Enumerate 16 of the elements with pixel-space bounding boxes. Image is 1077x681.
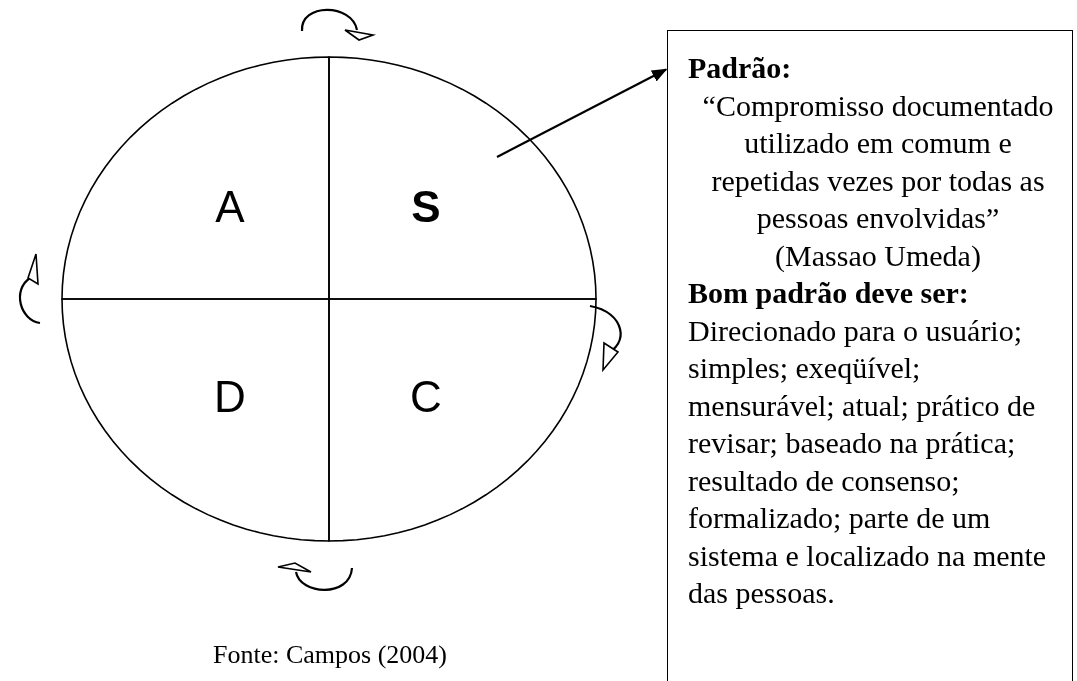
phase-letter: S	[411, 185, 441, 229]
panel-heading: Bom padrão deve ser:	[688, 275, 970, 311]
arrow	[496, 68, 668, 158]
cycle-quadrant	[329, 299, 596, 541]
cycle-quadrant	[62, 299, 329, 541]
cycle-quadrant	[329, 57, 596, 299]
quote-text: “Compromisso documentado utilizado em comum e repetidas vezes por todas as pessoas envolvidas”	[701, 87, 1055, 236]
caption: Fonte: Campos (2004)	[213, 640, 447, 670]
panel-heading: Padrão:	[688, 50, 793, 86]
cycle-quadrant	[62, 57, 329, 299]
phase-letter: C	[410, 375, 442, 419]
phase-letter: D	[214, 375, 246, 419]
body-text: Direcionado para o usuário; simples; exeqüível; mensurável; atual; prático de revisar; baseado na prática; resultado de consenso; formalizado; parte de um sistema e localizado na mente das pessoas.	[688, 312, 1048, 611]
phase-letter: A	[215, 185, 245, 229]
quote-author: (Massao Umeda)	[774, 237, 982, 274]
text-panel	[667, 30, 1073, 681]
